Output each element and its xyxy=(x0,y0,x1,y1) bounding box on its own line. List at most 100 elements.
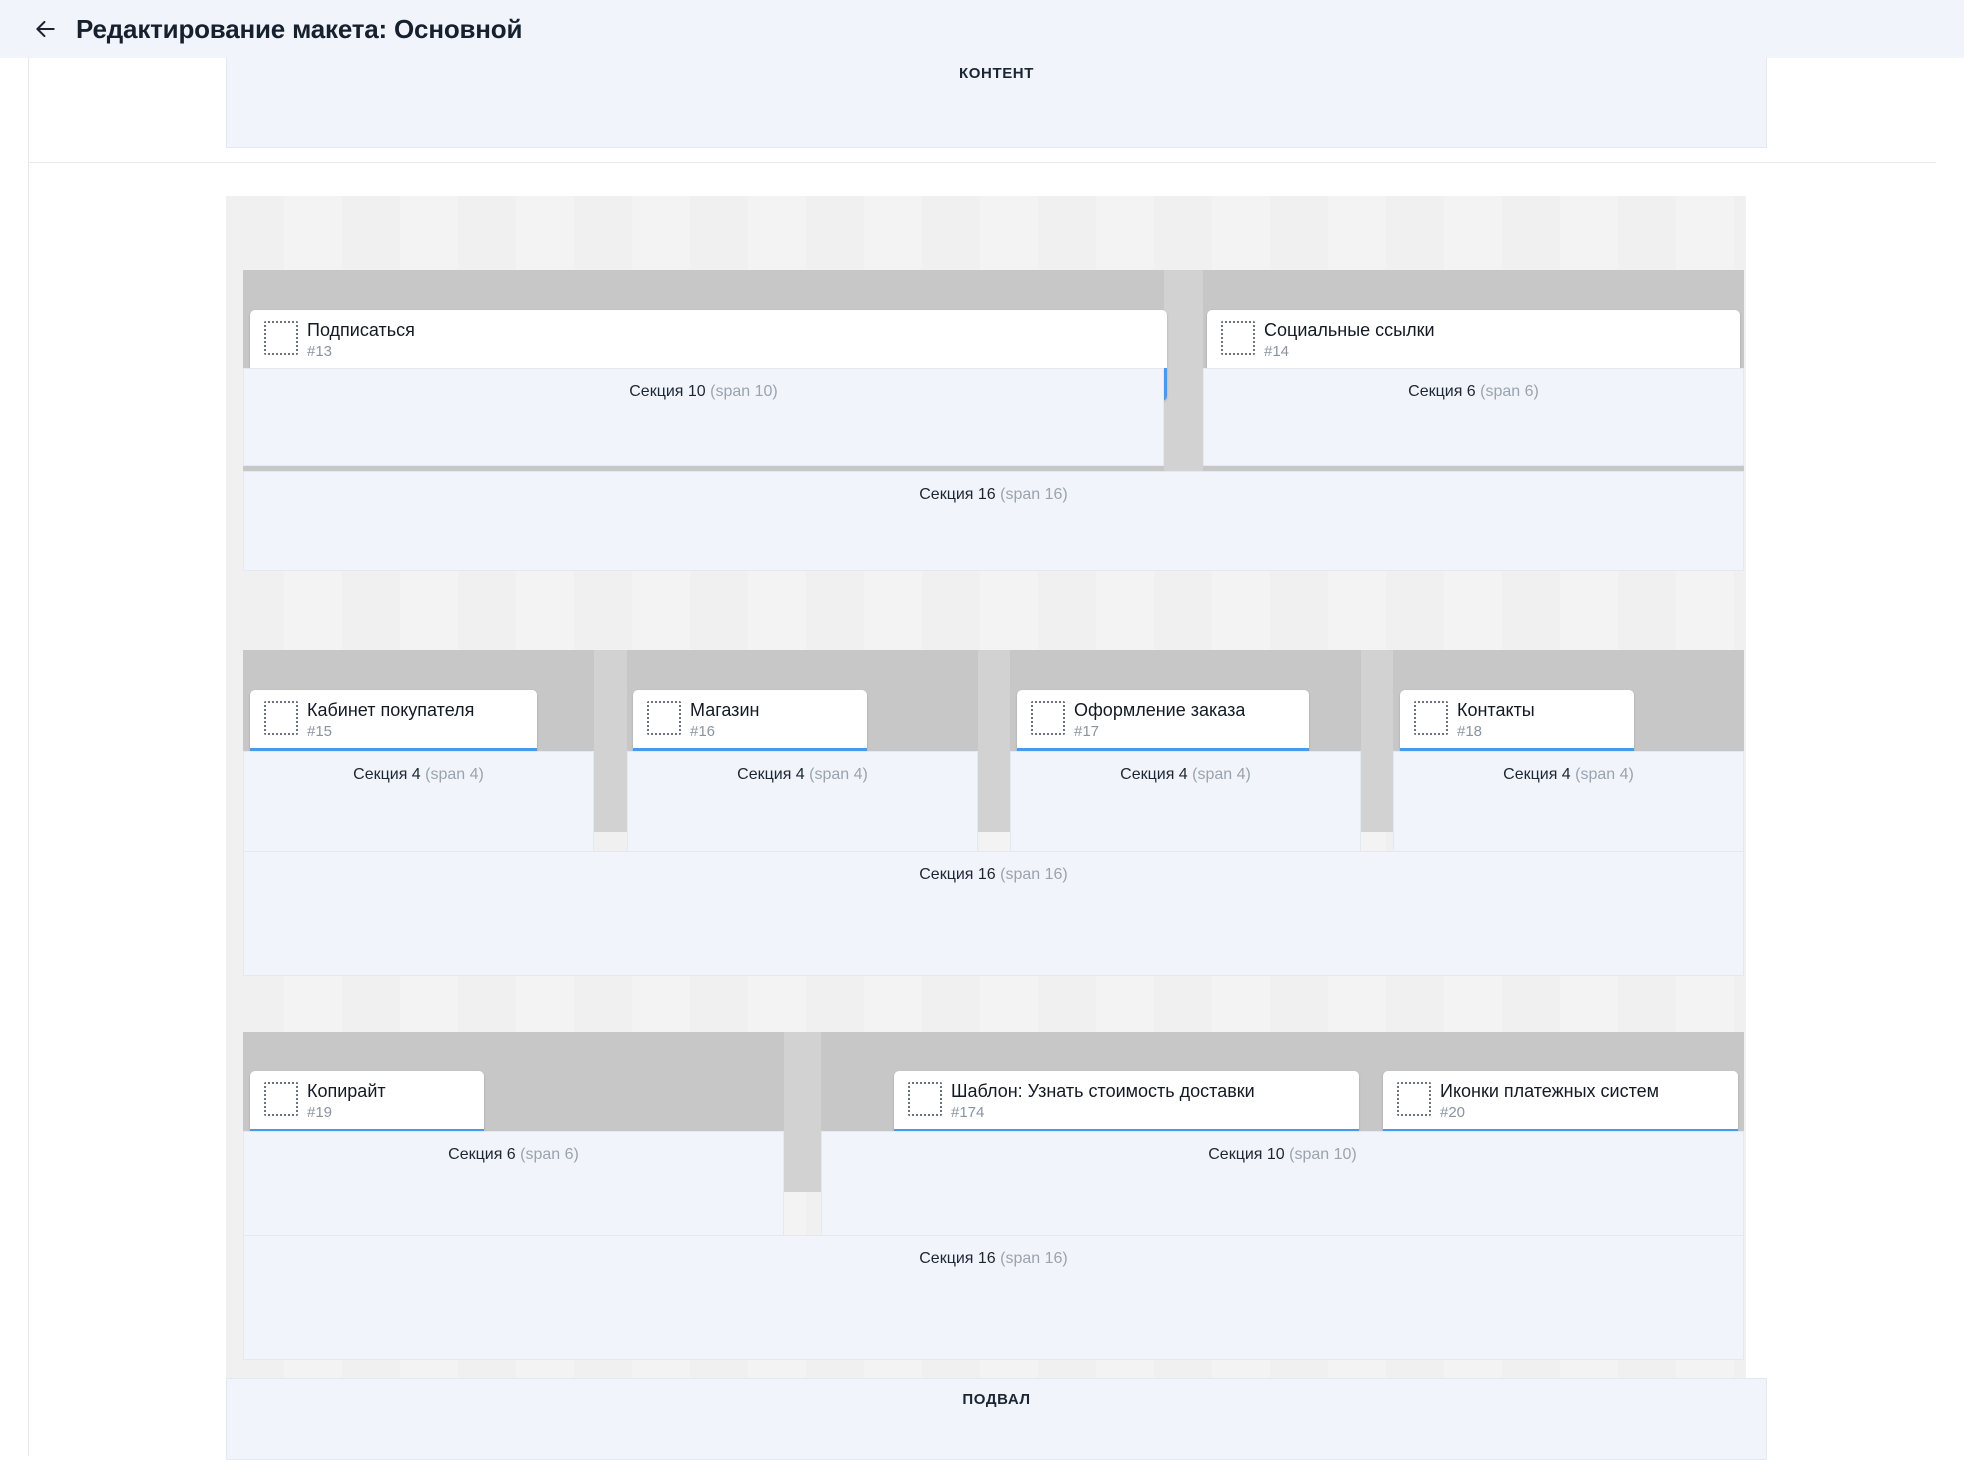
widget-card-19-body: Копирайт #19 xyxy=(250,1071,484,1129)
gutter-rule-bottom xyxy=(28,146,29,1456)
region-content: КОНТЕНТ xyxy=(226,52,1767,148)
widget-card-title: Подписаться xyxy=(307,320,415,340)
widget-card-17-text: Оформление заказа #17 xyxy=(1074,699,1245,742)
section-span: (span 6) xyxy=(520,1146,579,1163)
placeholder-box-icon xyxy=(647,701,681,735)
widget-card-title: Кабинет покупателя xyxy=(307,700,475,720)
placeholder-box-icon xyxy=(264,1082,298,1116)
section-name: Секция 4 xyxy=(353,766,421,783)
section-span: (span 10) xyxy=(710,383,778,400)
section-span: (span 6) xyxy=(1480,383,1539,400)
widget-card-id: #13 xyxy=(307,343,333,360)
section-name: Секция 16 xyxy=(919,866,996,883)
section-name: Секция 4 xyxy=(1503,766,1571,783)
section-box-16-row1[interactable]: Секция 16 (span 16) xyxy=(243,471,1744,571)
header-divider xyxy=(28,162,1936,163)
section-span: (span 4) xyxy=(809,766,868,783)
section-label: Секция 10 (span 10) xyxy=(822,1146,1743,1164)
placeholder-box-icon xyxy=(1397,1082,1431,1116)
widget-card-title: Иконки платежных систем xyxy=(1440,1081,1660,1101)
page-header: Редактирование макета: Основной xyxy=(0,0,1964,58)
section-label: Секция 10 (span 10) xyxy=(244,383,1163,401)
widget-card-title: Магазин xyxy=(690,700,760,720)
section-span: (span 16) xyxy=(1000,1250,1068,1267)
section-label: Секция 16 (span 16) xyxy=(244,1250,1743,1268)
section-box-6-row3[interactable]: Секция 6 (span 6) xyxy=(243,1131,784,1253)
widget-card-20-text: Иконки платежных систем #20 xyxy=(1440,1080,1659,1123)
widget-card-title: Шаблон: Узнать стоимость доставки xyxy=(951,1081,1255,1101)
widget-card-16-text: Магазин #16 xyxy=(690,699,759,742)
section-label: Секция 4 (span 4) xyxy=(244,766,593,784)
widget-card-20-body: Иконки платежных систем #20 xyxy=(1383,1071,1738,1129)
section-name: Секция 4 xyxy=(737,766,805,783)
section-label: Секция 4 (span 4) xyxy=(1011,766,1360,784)
title-fade xyxy=(1712,1071,1738,1101)
widget-card-14-text: Социальные ссылки #14 xyxy=(1264,319,1435,362)
widget-card-19-text: Копирайт #19 xyxy=(307,1080,386,1123)
section-name: Секция 6 xyxy=(448,1146,516,1163)
widget-card-id: #16 xyxy=(690,723,716,740)
widget-card-18-text: Контакты #18 xyxy=(1457,699,1535,742)
section-box-16-row2[interactable]: Секция 16 (span 16) xyxy=(243,851,1744,976)
placeholder-box-icon xyxy=(1221,321,1255,355)
widget-card-15-body: Кабинет покупателя #15 xyxy=(250,690,537,748)
section-span: (span 16) xyxy=(1000,486,1068,503)
section-name: Секция 16 xyxy=(919,486,996,503)
section-label: Секция 4 (span 4) xyxy=(1394,766,1743,784)
widget-card-id: #19 xyxy=(307,1104,333,1121)
section-name: Секция 4 xyxy=(1120,766,1188,783)
section-label: Секция 6 (span 6) xyxy=(244,1146,783,1164)
widget-card-title: Оформление заказа xyxy=(1074,700,1246,720)
widget-card-id: #174 xyxy=(951,1104,985,1121)
section-name: Секция 16 xyxy=(919,1250,996,1267)
section-label: Секция 4 (span 4) xyxy=(628,766,977,784)
widget-card-174-text: Шаблон: Узнать стоимость доставки #174 xyxy=(951,1080,1255,1123)
section-span: (span 4) xyxy=(1192,766,1251,783)
title-fade xyxy=(1283,690,1309,720)
widget-card-id: #17 xyxy=(1074,723,1100,740)
section-label: Секция 16 (span 16) xyxy=(244,486,1743,504)
layout-canvas: КОНТЕНТ Подписаться #13 xyxy=(0,52,1964,1460)
widget-card-title: Контакты xyxy=(1457,700,1535,720)
section-box-16-row3[interactable]: Секция 16 (span 16) xyxy=(243,1235,1744,1360)
placeholder-box-icon xyxy=(264,701,298,735)
section-name: Секция 6 xyxy=(1408,383,1476,400)
title-fade xyxy=(1333,1071,1359,1101)
section-span: (span 4) xyxy=(1575,766,1634,783)
section-span: (span 10) xyxy=(1289,1146,1357,1163)
widget-card-title: Социальные ссылки xyxy=(1264,320,1435,340)
widget-card-16-body: Магазин #16 xyxy=(633,690,867,748)
section-label: Секция 16 (span 16) xyxy=(244,866,1743,884)
widget-card-13-body: Подписаться #13 xyxy=(250,310,1167,368)
widget-card-id: #20 xyxy=(1440,1104,1466,1121)
section-box-10-row3[interactable]: Секция 10 (span 10) xyxy=(821,1131,1744,1253)
section-span: (span 4) xyxy=(425,766,484,783)
back-arrow-icon[interactable] xyxy=(28,12,62,46)
section-span: (span 16) xyxy=(1000,866,1068,883)
widget-card-13-text: Подписаться #13 xyxy=(307,319,415,362)
region-footer: ПОДВАЛ xyxy=(226,1378,1767,1460)
section-label: Секция 6 (span 6) xyxy=(1204,383,1743,401)
section-name: Секция 10 xyxy=(1208,1146,1285,1163)
widget-card-id: #18 xyxy=(1457,723,1483,740)
section-name: Секция 10 xyxy=(629,383,706,400)
section-box-10[interactable]: Секция 10 (span 10) xyxy=(243,368,1164,466)
widget-card-title: Копирайт xyxy=(307,1081,386,1101)
page-title: Редактирование макета: Основной xyxy=(76,13,523,44)
widget-card-id: #14 xyxy=(1264,343,1290,360)
placeholder-box-icon xyxy=(264,321,298,355)
title-fade xyxy=(511,690,537,720)
widget-card-id: #15 xyxy=(307,723,333,740)
widget-card-15-text: Кабинет покупателя #15 xyxy=(307,699,474,742)
widget-card-17-body: Оформление заказа #17 xyxy=(1017,690,1309,748)
widget-card-14-body: Социальные ссылки #14 xyxy=(1207,310,1740,368)
region-content-label: КОНТЕНТ xyxy=(958,65,1035,82)
placeholder-box-icon xyxy=(1031,701,1065,735)
widget-card-18-body: Контакты #18 xyxy=(1400,690,1634,748)
gutter-rule-top xyxy=(28,58,29,146)
placeholder-box-icon xyxy=(1414,701,1448,735)
region-footer-label: ПОДВАЛ xyxy=(962,1391,1031,1408)
placeholder-box-icon xyxy=(908,1082,942,1116)
widget-card-174-body: Шаблон: Узнать стоимость доставки #174 xyxy=(894,1071,1359,1129)
section-box-6[interactable]: Секция 6 (span 6) xyxy=(1203,368,1744,466)
